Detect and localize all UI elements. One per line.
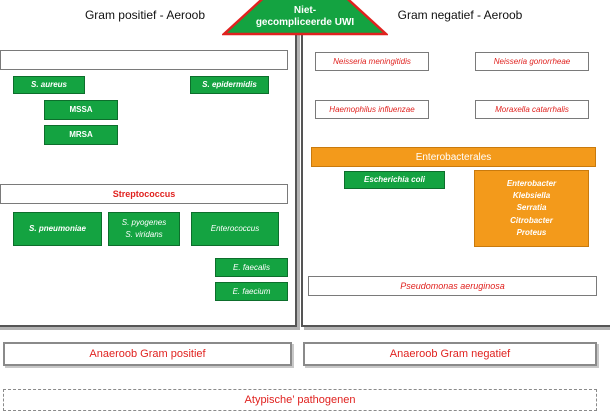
neisseria-meningitidis-label: Neisseria meningitidis: [333, 57, 411, 66]
anaerobe-negative-label: Anaeroob Gram negatief: [389, 348, 511, 360]
e-faecium-box: E. faecium: [215, 282, 288, 301]
gram-positive-header: Gram positief - Aeroob: [84, 8, 206, 22]
neisseria-gonorrheae-label: Neisseria gonorrheae: [493, 57, 571, 66]
s-pyogenes-label: S. pyogenes: [121, 218, 167, 228]
streptococcus-box: Streptococcus: [0, 184, 288, 204]
gram-negative-header: Gram negatief - Aeroob: [397, 8, 523, 22]
mrsa-box: MRSA: [44, 125, 118, 145]
streptococcus-label: Streptococcus: [112, 189, 176, 199]
enterobacterales-list-box: Enterobacter Klebsiella Serratia Citroba…: [474, 170, 589, 247]
klebsiella-label: Klebsiella: [512, 190, 551, 200]
title-triangle-shape: [222, 0, 388, 36]
enterobacterales-label: Enterobacterales: [415, 151, 492, 163]
s-pyogenes-viridans-box: S. pyogenes S. viridans: [108, 212, 180, 246]
enterobacterales-header: Enterobacterales: [311, 147, 596, 167]
staphylococcus-box: [0, 50, 288, 70]
s-epidermidis-box: S. epidermidis: [190, 76, 269, 94]
haemophilus-influenzae-label: Haemophilus influenzae: [329, 105, 415, 114]
s-viridans-label: S. viridans: [125, 230, 163, 239]
anaerobe-positive-box: Anaeroob Gram positief: [3, 342, 292, 366]
moraxella-catarrhalis-label: Moraxella catarrhalis: [495, 105, 569, 114]
s-aureus-box: S. aureus: [13, 76, 85, 94]
citrobacter-label: Citrobacter: [510, 215, 553, 225]
neisseria-meningitidis-box: Neisseria meningitidis: [315, 52, 429, 71]
title-text: Niet- gecompliceerde UWI: [222, 0, 388, 34]
proteus-label: Proteus: [516, 228, 547, 238]
enterococcus-box: Enterococcus: [191, 212, 279, 246]
haemophilus-influenzae-box: Haemophilus influenzae: [315, 100, 429, 119]
pseudomonas-box: Pseudomonas aeruginosa: [308, 276, 597, 296]
pseudomonas-label: Pseudomonas aeruginosa: [400, 281, 505, 291]
atypical-pathogens-box: Atypische’ pathogenen: [3, 389, 597, 411]
escherichia-coli-box: Escherichia coli: [344, 171, 445, 189]
anaerobe-positive-label: Anaeroob Gram positief: [89, 348, 206, 360]
moraxella-catarrhalis-box: Moraxella catarrhalis: [475, 100, 589, 119]
title-line2: gecompliceerde UWI: [255, 17, 355, 28]
serratia-label: Serratia: [516, 203, 547, 213]
anaerobe-negative-box: Anaeroob Gram negatief: [303, 342, 597, 366]
s-pneumoniae-box: S. pneumoniae: [13, 212, 102, 246]
e-faecalis-box: E. faecalis: [215, 258, 288, 277]
enterobacter-label: Enterobacter: [506, 178, 557, 188]
title-line1: Niet-: [293, 5, 317, 16]
neisseria-gonorrheae-box: Neisseria gonorrheae: [475, 52, 589, 71]
atypical-pathogens-label: Atypische’ pathogenen: [244, 394, 356, 406]
title-triangle: [222, 0, 388, 36]
mssa-box: MSSA: [44, 100, 118, 120]
